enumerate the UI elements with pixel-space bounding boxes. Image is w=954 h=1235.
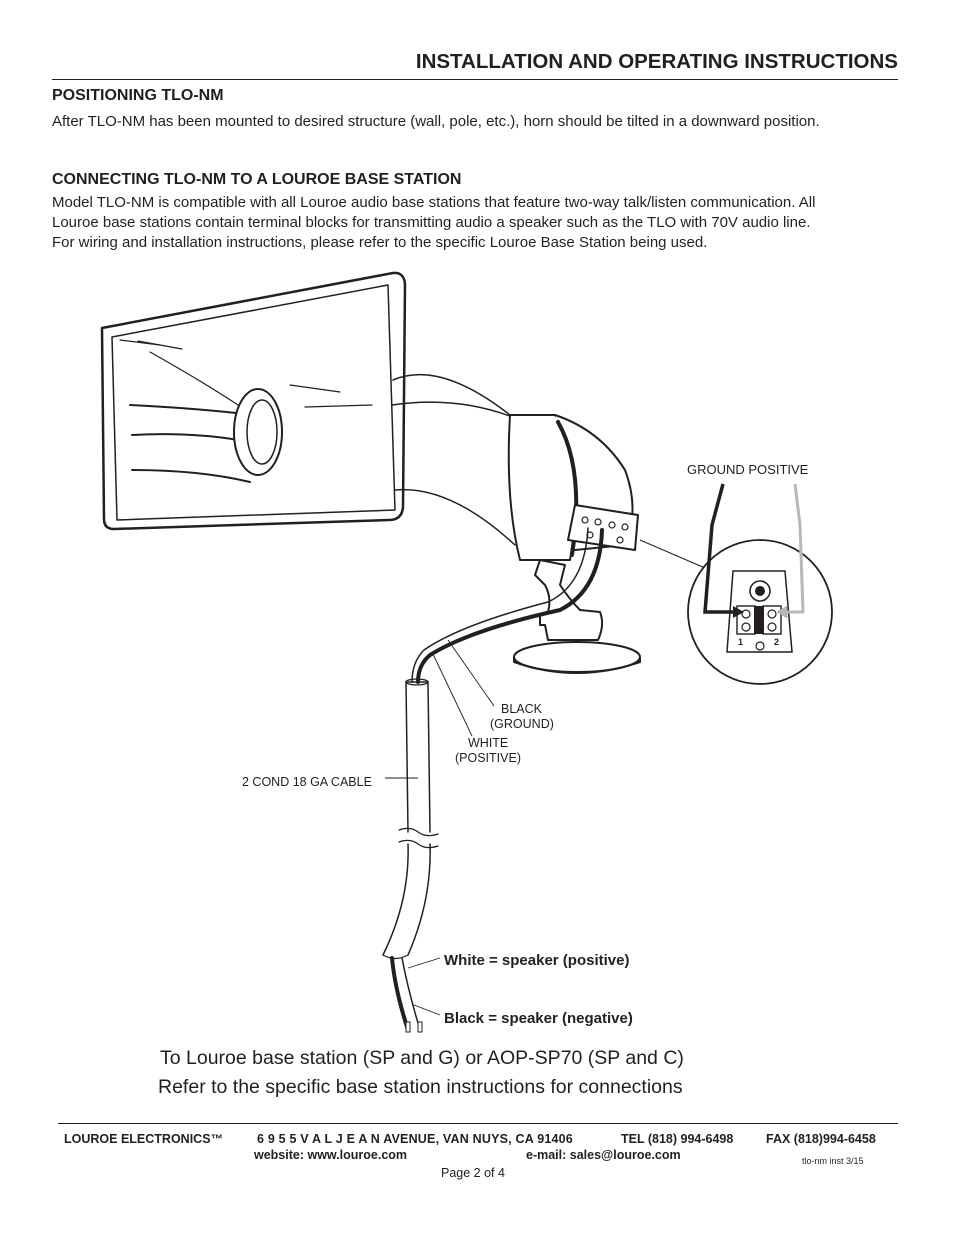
page-title: INSTALLATION AND OPERATING INSTRUCTIONS: [415, 50, 898, 73]
connecting-line-2: Louroe base stations contain terminal bl…: [52, 214, 811, 231]
terminal-detail-inset: 1 2: [687, 483, 833, 685]
detail-callout-line: [639, 539, 706, 569]
positioning-text: After TLO-NM has been mounted to desired…: [52, 113, 820, 130]
connecting-line-3: For wiring and installation instructions…: [52, 234, 708, 251]
connecting-text: Model TLO-NM is compatible with all Lour…: [52, 193, 932, 253]
speaker-wiring-diagram: 1 2 GROUND POSITIVE BLACK (: [100, 271, 833, 1033]
footer-company: LOUROE ELECTRONICS™: [64, 1132, 224, 1146]
black-wire-legend: Black = speaker (negative): [444, 1010, 633, 1027]
positioning-heading: POSITIONING TLO-NM: [52, 87, 224, 104]
connection-line-2: Refer to the specific base station instr…: [158, 1076, 683, 1098]
ground-positive-label: GROUND POSITIVE: [687, 462, 809, 477]
cable-label: 2 COND 18 GA CABLE: [242, 775, 372, 789]
footer-email: e-mail: sales@louroe.com: [526, 1148, 681, 1162]
black-label: BLACK: [501, 702, 543, 716]
ground-wire-arrow: [703, 483, 733, 614]
white-wire-legend: White = speaker (positive): [444, 952, 629, 969]
document-code: tlo-nm inst 3/15: [802, 1156, 864, 1166]
connecting-heading: CONNECTING TLO-NM TO A LOUROE BASE STATI…: [52, 171, 462, 188]
footer-phone: TEL (818) 994-6498: [621, 1132, 734, 1146]
terminal-number-1: 1: [738, 637, 743, 647]
footer-website: website: www.louroe.com: [254, 1148, 408, 1162]
positive-label: (POSITIVE): [455, 751, 521, 765]
footer-divider: [58, 1123, 898, 1124]
footer-fax: FAX (818)994-6458: [766, 1132, 876, 1146]
positive-wire-arrow: [787, 483, 805, 614]
connection-line-1: To Louroe base station (SP and G) or AOP…: [160, 1047, 684, 1069]
footer-address: 6 9 5 5 V A L J E A N AVENUE, VAN NUYS, …: [257, 1132, 573, 1146]
horn-speaker-illustration: [100, 271, 641, 674]
terminal-number-2: 2: [774, 637, 779, 647]
connecting-line-1: Model TLO-NM is compatible with all Lour…: [52, 194, 816, 211]
wire-cable: [382, 527, 604, 1033]
page-number: Page 2 of 4: [441, 1166, 505, 1180]
ground-label: (GROUND): [490, 717, 554, 731]
label-leaders: [385, 639, 495, 1016]
title-divider: [52, 79, 898, 80]
white-label: WHITE: [468, 736, 508, 750]
